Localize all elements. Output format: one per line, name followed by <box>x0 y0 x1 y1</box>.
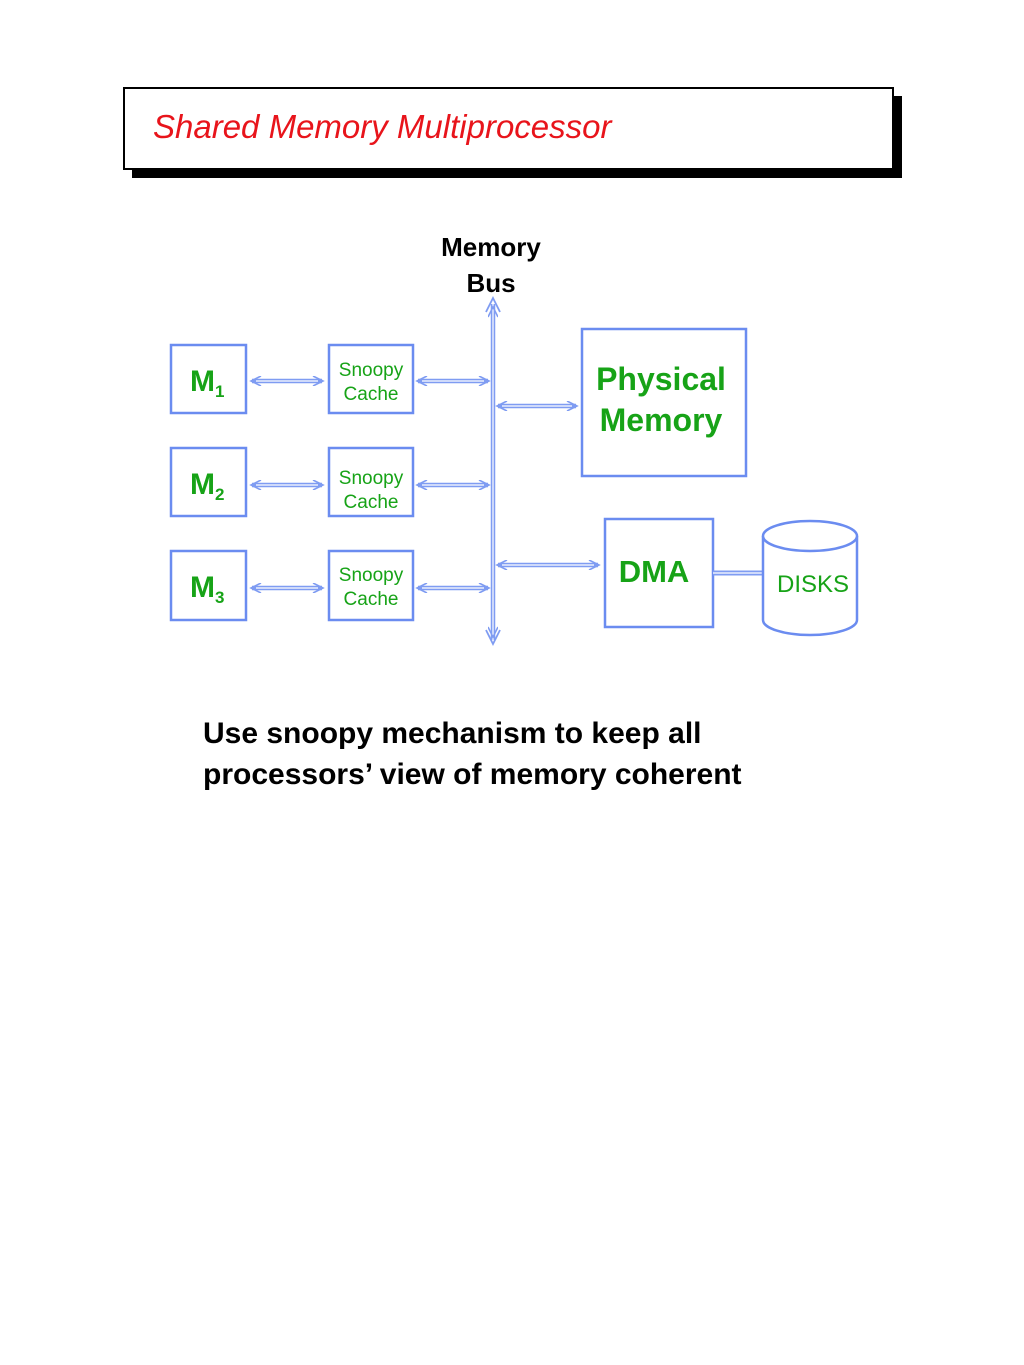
caption-line1: Use snoopy mechanism to keep all <box>203 717 702 750</box>
memory-bus-label-line2: Bus <box>466 268 516 298</box>
dma-box <box>603 517 715 629</box>
snoopy-cache-label-2-line2: Cache <box>344 492 399 513</box>
physical-memory-label-line1: Physical <box>596 361 726 397</box>
processor-row-2: M2 Snoopy Cache <box>169 446 488 518</box>
snoopy-cache-label-1-line1: Snoopy <box>339 360 404 381</box>
snoopy-cache-box-3 <box>327 549 415 622</box>
disks-cylinder: DISKS <box>761 519 859 637</box>
memory-bus <box>485 295 501 647</box>
snoopy-cache-label-1-line2: Cache <box>344 384 399 405</box>
processor-box-1 <box>169 343 248 415</box>
caption-line2: processors’ view of memory coherent <box>203 758 742 791</box>
processor-row-3: M3 Snoopy Cache <box>169 549 488 622</box>
page-title: Shared Memory Multiprocessor <box>153 108 612 145</box>
physical-memory-box <box>580 327 748 478</box>
processor-label-2: M2 <box>190 468 224 504</box>
dma: DMA <box>498 517 715 629</box>
snoopy-cache-label-3-line1: Snoopy <box>339 565 404 586</box>
memory-bus-label: Memory Bus <box>421 229 561 301</box>
processor-box-3 <box>169 549 248 622</box>
processor-row-1: M1 Snoopy Cache <box>169 343 488 415</box>
physical-memory-label-line2: Memory <box>600 402 723 438</box>
memory-bus-label-line1: Memory <box>441 232 541 262</box>
snoopy-cache-label-3-line2: Cache <box>344 589 399 610</box>
dma-label: DMA <box>619 554 690 589</box>
physical-memory: Physical Memory <box>498 327 748 478</box>
title-banner: Shared Memory Multiprocessor <box>123 87 894 170</box>
disks-label: DISKS <box>777 571 849 598</box>
snoopy-cache-box-1 <box>327 343 415 415</box>
caption: Use snoopy mechanism to keep all process… <box>203 713 963 795</box>
snoopy-cache-box-2 <box>327 446 415 518</box>
snoopy-cache-label-2-line1: Snoopy <box>339 468 404 489</box>
processor-box-2 <box>169 446 248 518</box>
processor-label-3: M3 <box>190 571 224 607</box>
processor-label-1: M1 <box>190 365 224 401</box>
